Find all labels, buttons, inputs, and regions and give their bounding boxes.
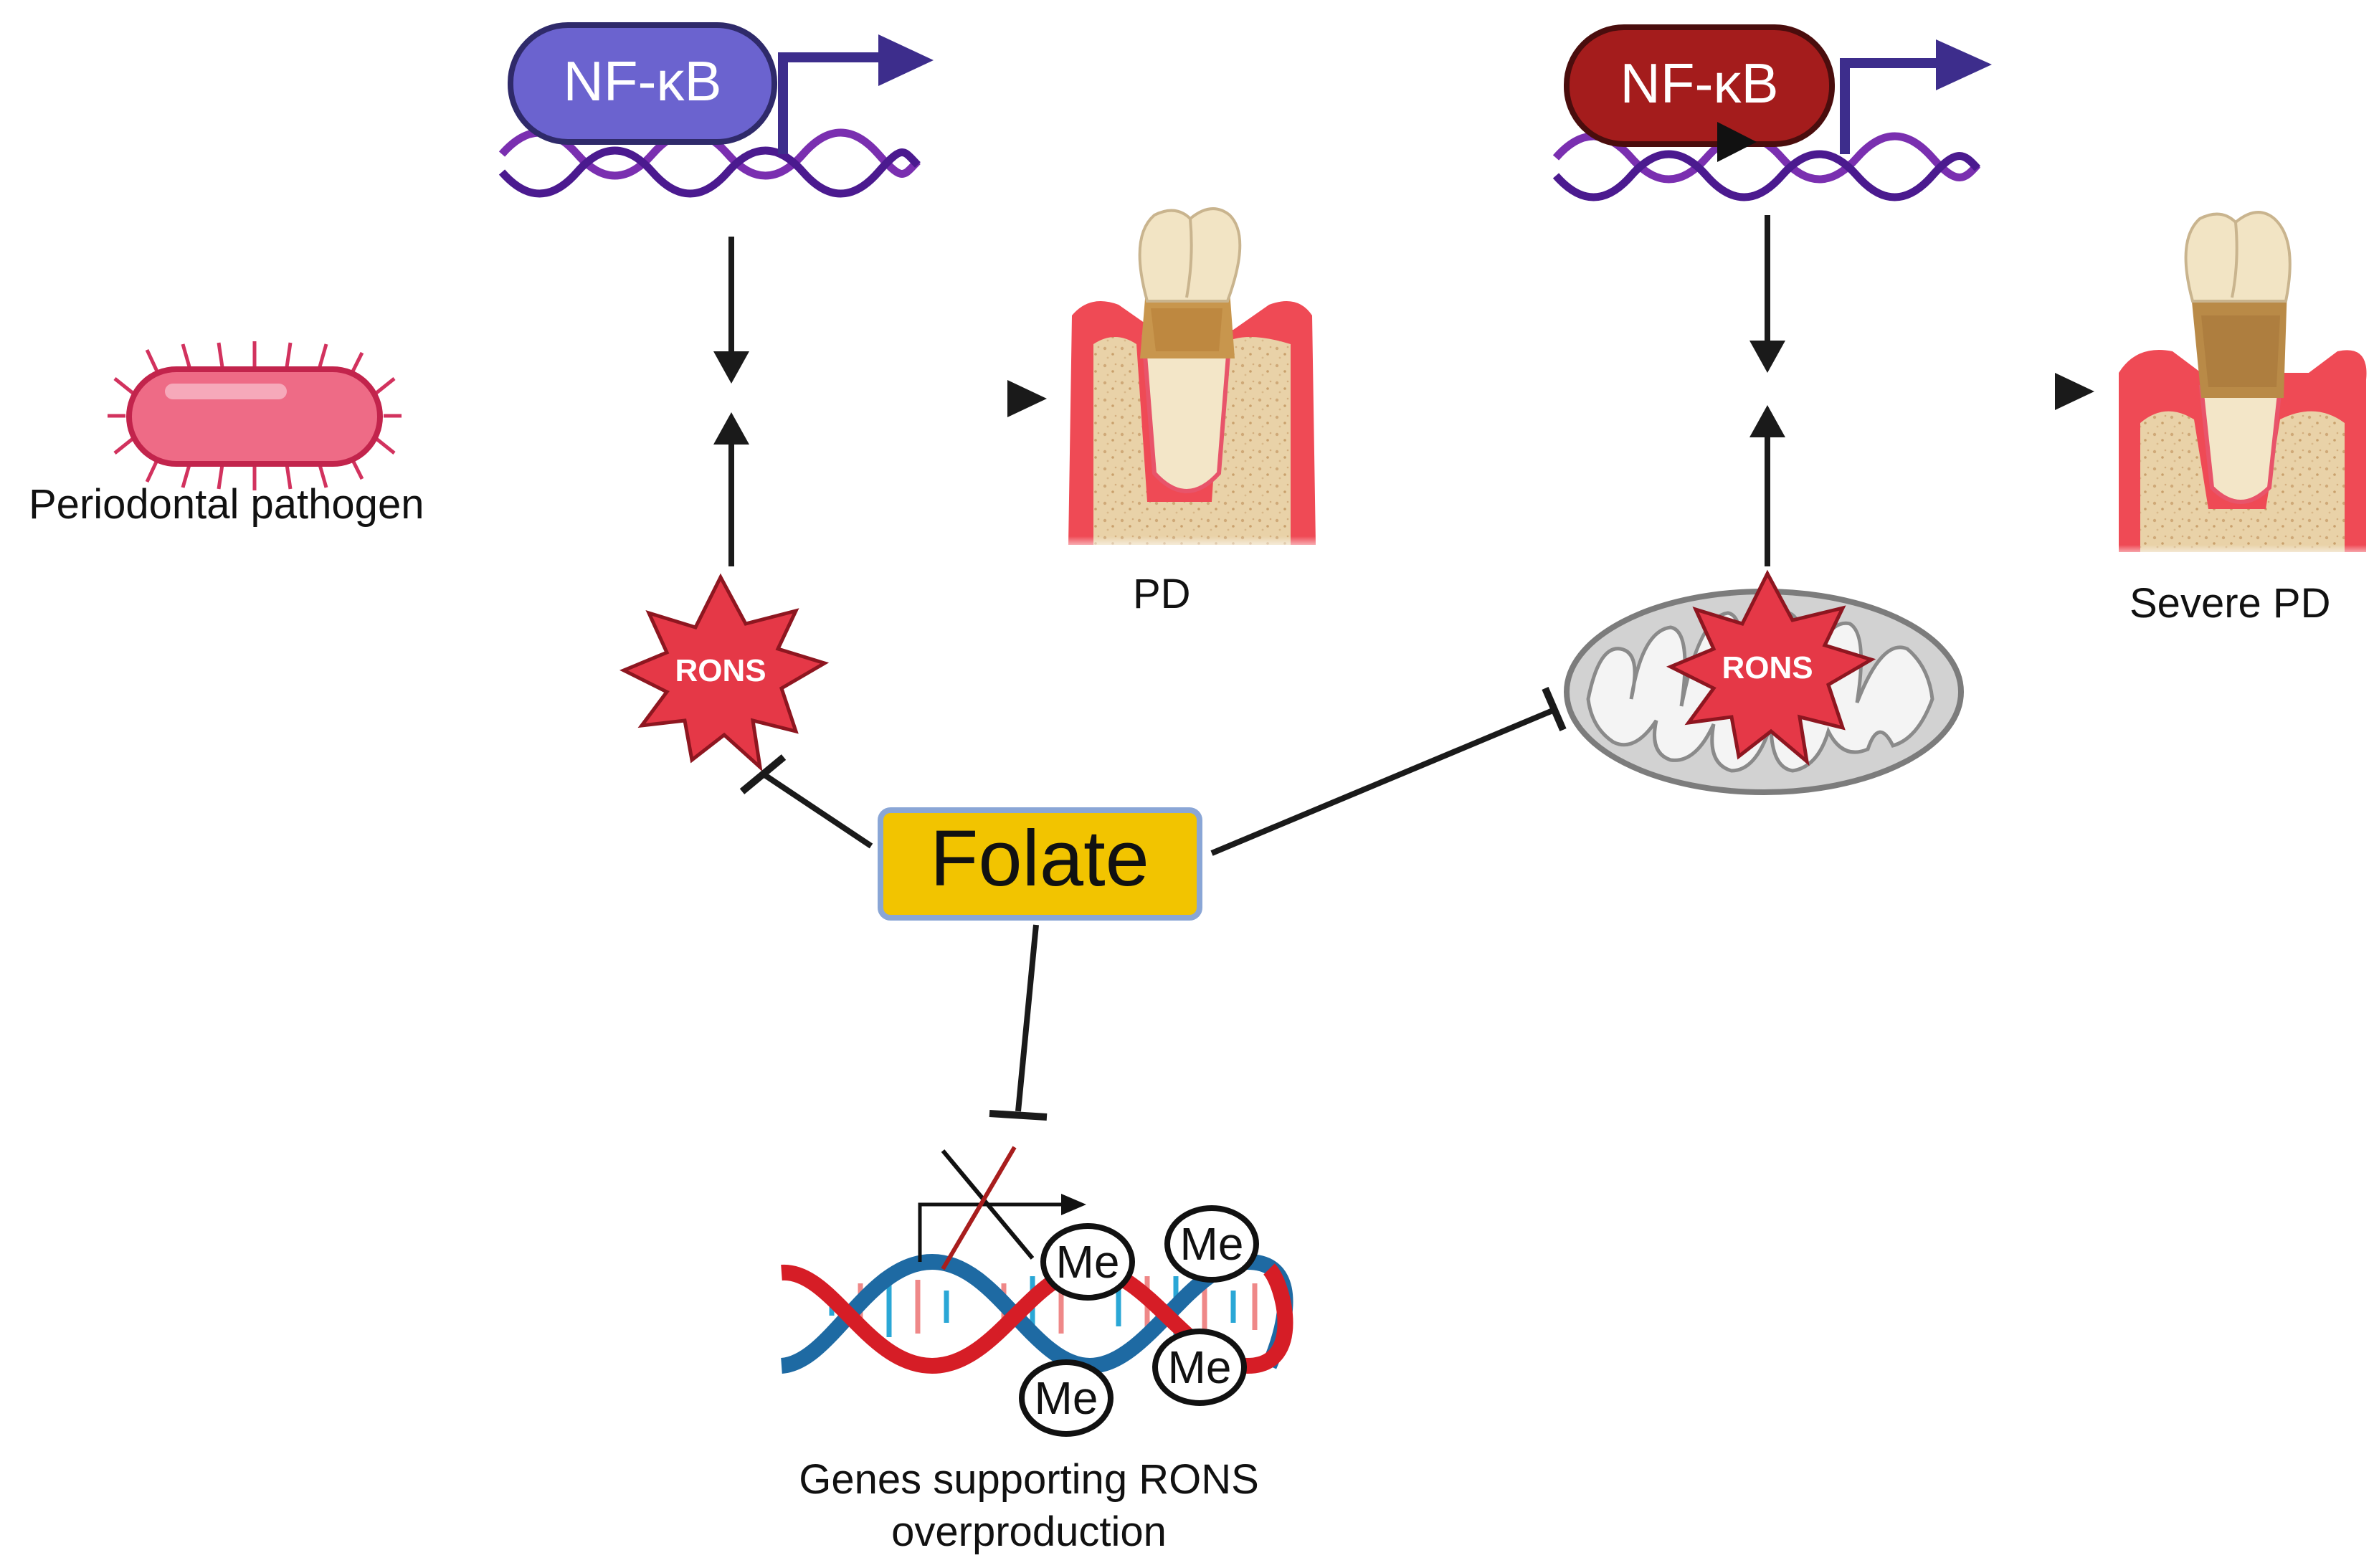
nfkb-right-group: NF-κB: [1552, 24, 1992, 201]
transcription-arrowhead-left-icon: [878, 34, 934, 86]
rons-mito-label: RONS: [1722, 650, 1813, 685]
gene-transcription-arrow-icon: [918, 1202, 1068, 1262]
folate-inhibits-rons-bar-icon: [739, 754, 787, 794]
bacterium-icon: [108, 341, 402, 490]
folate-box: [878, 807, 1202, 921]
svg-text:Me: Me: [1056, 1236, 1120, 1288]
mito-up-arrowhead-icon: [1749, 405, 1785, 437]
pd-label: PD: [1133, 571, 1191, 617]
transcription-arrowhead-right-icon: [1936, 39, 1992, 90]
small-arrowhead-icon: [1717, 122, 1757, 162]
cross-out-line-2-icon: [941, 1146, 1017, 1270]
rons-left-up-arrowhead-icon: [713, 412, 749, 445]
pathogen-to-pd-arrowhead-icon: [1007, 380, 1047, 417]
nfkb-left-label: NF-κB: [564, 49, 722, 113]
cross-out-line-1-icon: [941, 1149, 1035, 1260]
methyl-mark-4: Me: [1019, 1359, 1114, 1437]
rons-left-burst-icon: RONS: [619, 573, 830, 772]
folate-inhibits-mito-line: [1210, 707, 1556, 856]
dna-helix-right-icon: [1552, 132, 1981, 201]
svg-text:Me: Me: [1180, 1218, 1244, 1270]
methyl-mark-1: Me: [1040, 1223, 1135, 1301]
nfkb-right-pill: [1564, 24, 1835, 147]
folate-inhibits-genes-bar-icon: [989, 1110, 1048, 1121]
genes-label-line1: Genes supporting RONS: [799, 1456, 1259, 1503]
nfkb-right-label: NF-κB: [1620, 52, 1779, 115]
nfkb-right-down-arrowhead-icon: [1749, 341, 1785, 373]
nfkb-left-down-arrowhead-icon: [713, 351, 749, 384]
folate-inhibits-genes-line: [1015, 924, 1039, 1112]
nfkb-left-pill: [508, 22, 777, 145]
methyl-mark-2: Me: [1164, 1205, 1259, 1283]
pd-to-severe-arrowhead-icon: [2055, 373, 2094, 410]
mitochondrion-icon: RONS: [1564, 569, 1964, 795]
pathogen-label: Periodontal pathogen: [29, 481, 424, 528]
gene-transcription-arrowhead-icon: [1061, 1194, 1086, 1215]
severe-pd-label: Severe PD: [2130, 580, 2331, 627]
transcription-arrow-right-icon: [1840, 58, 1947, 154]
transcription-arrow-left-icon: [778, 52, 889, 154]
folate-inhibits-rons-line: [761, 771, 873, 849]
rons-left-label: RONS: [675, 653, 766, 688]
tooth-pd-icon: [1061, 207, 1326, 552]
svg-text:Me: Me: [1035, 1372, 1098, 1424]
genes-label-line2: overproduction: [891, 1508, 1167, 1555]
dna-helix-left-icon: [498, 128, 921, 198]
tooth-severe-pd-icon: [2112, 211, 2374, 559]
folate-label: Folate: [930, 814, 1149, 903]
nfkb-left-group: NF-κB: [498, 22, 934, 198]
folate-inhibits-mito-bar-icon: [1542, 687, 1567, 731]
svg-text:Me: Me: [1168, 1341, 1232, 1393]
methyl-mark-3: Me: [1152, 1329, 1247, 1406]
